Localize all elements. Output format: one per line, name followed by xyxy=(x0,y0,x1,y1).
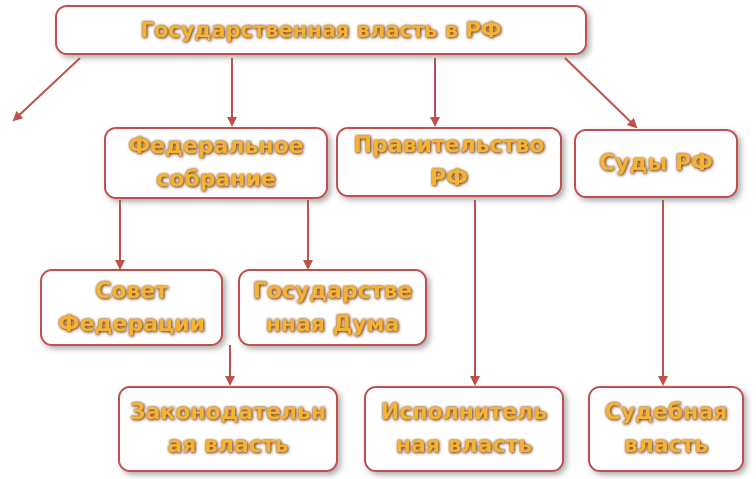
arrow-root-to-sudy xyxy=(564,57,638,129)
node-label: Исполнитель ная власть xyxy=(380,400,548,458)
arrow-root-to-left xyxy=(12,57,81,122)
node-sudy-rf: Суды РФ xyxy=(574,129,738,198)
node-federalnoe-sobranie: Федеральное собрание xyxy=(104,127,328,199)
node-label: Суды РФ xyxy=(599,151,713,176)
node-label: Законодательн ая власть xyxy=(129,400,327,458)
node-label: Правительство РФ xyxy=(353,133,545,191)
node-label: Государственная власть в РФ xyxy=(140,17,502,42)
node-label: Совет Федерации xyxy=(57,278,206,337)
node-label: Федеральное собрание xyxy=(128,134,304,192)
node-label: Судебная власть xyxy=(604,400,728,458)
node-gosudarstvennaya-vlast: Государственная власть в РФ xyxy=(55,5,587,55)
node-ispolnitelnaya-vlast: Исполнитель ная власть xyxy=(364,386,564,472)
node-sudebnaya-vlast: Судебная власть xyxy=(588,386,744,472)
node-pravitelstvo-rf: Правительство РФ xyxy=(336,127,562,197)
node-zakonodatelnaya-vlast: Законодательн ая власть xyxy=(118,386,338,472)
node-gosudarstvennaya-duma: Государстве нная Дума xyxy=(238,269,427,346)
node-label: Государстве нная Дума xyxy=(252,278,413,337)
node-sovet-federatsii: Совет Федерации xyxy=(40,269,223,346)
